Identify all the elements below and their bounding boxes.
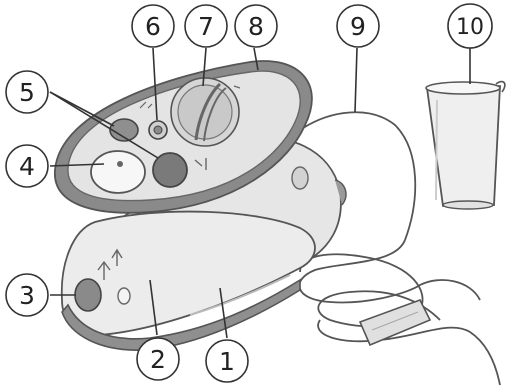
- callout-label: 10: [456, 15, 484, 40]
- callout-4: 4: [6, 145, 48, 187]
- callout-label: 8: [248, 12, 264, 41]
- callout-6: 6: [132, 5, 174, 47]
- callout-10: 10: [448, 4, 492, 48]
- callout-label: 9: [350, 12, 366, 41]
- callout-1: 1: [206, 340, 248, 382]
- callout-8: 8: [235, 5, 277, 47]
- callout-5: 5: [6, 71, 48, 113]
- callout-7: 7: [185, 5, 227, 47]
- iron-front: [62, 212, 315, 351]
- callout-2: 2: [137, 338, 179, 380]
- callout-3: 3: [6, 274, 48, 316]
- callout-label: 5: [19, 78, 35, 107]
- callout-9: 9: [337, 5, 379, 47]
- measuring-cup: [426, 82, 505, 209]
- callout-label: 7: [198, 12, 214, 41]
- callout-label: 1: [219, 347, 235, 376]
- callout-label: 6: [145, 12, 161, 41]
- callout-label: 2: [150, 345, 166, 374]
- leader-line: [355, 48, 357, 112]
- callout-label: 3: [19, 281, 35, 310]
- callout-label: 4: [19, 152, 35, 181]
